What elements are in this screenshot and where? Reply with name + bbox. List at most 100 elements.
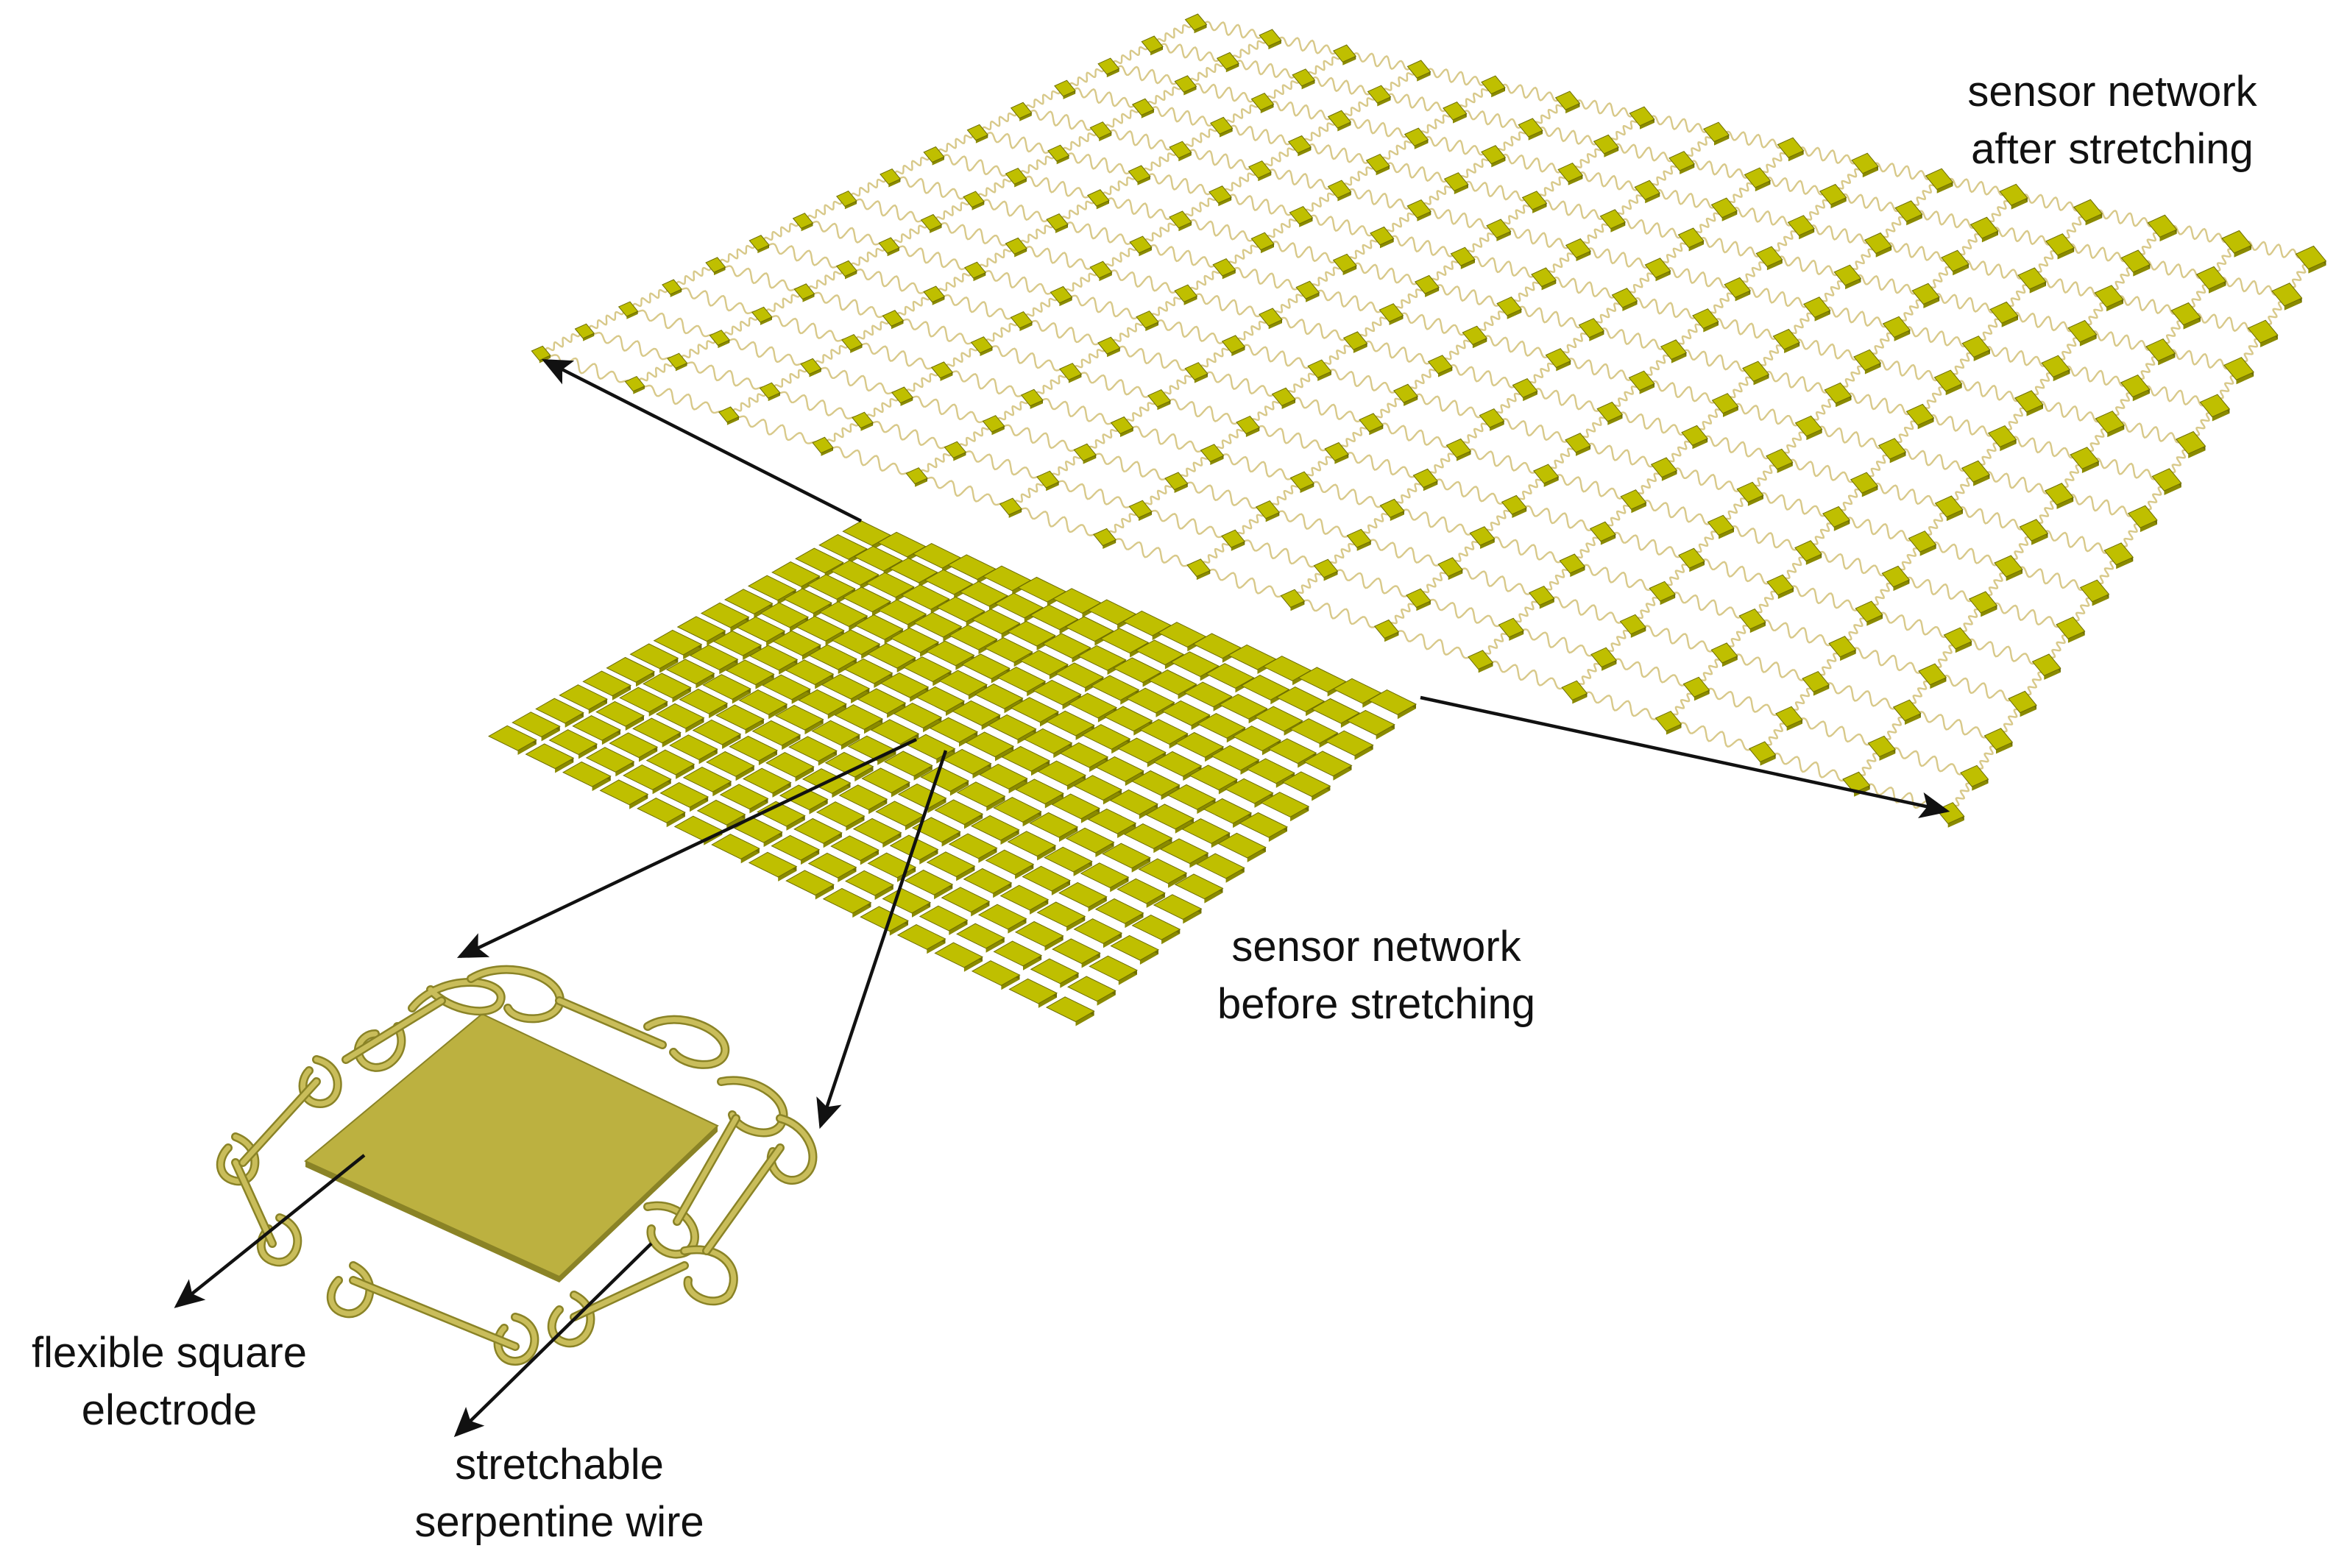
pad-top — [606, 656, 656, 683]
pad-top — [1184, 13, 1208, 31]
sensor-pad — [1208, 185, 1232, 207]
arrow-to-zoom-top — [456, 737, 917, 959]
pad-side-front — [1630, 627, 1646, 638]
pad-side-front — [1423, 480, 1438, 492]
pad-top — [1125, 687, 1175, 714]
serpentine-wire — [1416, 135, 1494, 156]
serpentine-wire — [1140, 508, 1234, 540]
sensor-pad — [830, 835, 880, 865]
sensor-pad — [760, 602, 810, 632]
sensor-pad — [1289, 205, 1314, 227]
pad-side-front — [1046, 482, 1059, 492]
pad-top — [1183, 681, 1233, 708]
sensor-pad — [987, 714, 1037, 744]
pad-side-front — [868, 799, 888, 815]
pad-top — [930, 361, 954, 379]
pad-top — [1095, 756, 1144, 782]
pad-side-front — [1260, 104, 1274, 113]
serpentine-wire — [1462, 255, 1545, 278]
sensor-pad — [624, 375, 645, 394]
sensor-pad — [1183, 681, 1233, 712]
pad-top — [1969, 216, 1999, 239]
sensor-pad — [1052, 938, 1101, 968]
sensor-pad — [1406, 199, 1432, 221]
sensor-pad — [1677, 227, 1705, 252]
serpentine-wire — [1339, 118, 1417, 138]
pad-side-front — [707, 631, 726, 646]
pad-top — [725, 659, 775, 686]
pad-top — [1578, 318, 1605, 338]
pad-side-front — [932, 671, 952, 687]
pad-side-front — [1491, 157, 1506, 168]
pad-side-front — [1570, 567, 1585, 578]
arrow-electrode-pointer — [174, 1154, 366, 1308]
pad-side-front — [1051, 880, 1070, 895]
sensor-pad — [762, 674, 811, 704]
sensor-pad — [1794, 415, 1823, 441]
pad-side-front — [1786, 720, 1802, 731]
serpentine-wire — [1663, 467, 1751, 494]
sensor-pad — [1469, 526, 1496, 549]
pad-top — [959, 581, 1009, 607]
serpentine-wire — [761, 291, 805, 316]
serpentine-wire — [1480, 659, 1575, 692]
pad-top — [1051, 793, 1101, 820]
pad-top — [1654, 710, 1682, 732]
sensor-pad — [948, 833, 998, 863]
serpentine-wire — [1031, 370, 1072, 399]
sensor-pad — [1370, 226, 1395, 249]
pad-side-front — [1139, 511, 1152, 521]
serpentine-wire — [1100, 269, 1186, 294]
serpentine-wire — [1370, 422, 1459, 450]
sensor-pad — [1772, 328, 1800, 353]
pad-top — [772, 630, 822, 656]
sensor-pad — [1295, 280, 1320, 302]
pad-side-front — [2026, 404, 2043, 416]
pad-side-front — [1805, 553, 1822, 565]
pad-side-front — [1416, 600, 1431, 611]
pad-top — [1934, 495, 1964, 518]
sensor-pad — [1892, 699, 1922, 725]
pad-side-front — [927, 798, 946, 813]
pad-side-front — [949, 781, 969, 796]
serpentine-wire — [1418, 68, 1494, 87]
pad-side-front — [1008, 778, 1027, 794]
sensor-pad — [919, 905, 969, 935]
serpentine-wire — [1233, 343, 1320, 370]
pad-top — [1999, 183, 2028, 206]
serpentine-wire — [1016, 175, 1099, 199]
sensor-pad — [1184, 362, 1208, 383]
serpentine-wire — [1108, 344, 1197, 372]
pad-top — [645, 749, 696, 776]
pad-top — [643, 673, 692, 699]
serpentine-wire — [1152, 43, 1228, 63]
pad-side-front — [636, 671, 655, 687]
sensor-pad — [1181, 818, 1231, 848]
pad-side-front — [1053, 742, 1072, 759]
pad-top — [1010, 102, 1033, 119]
pad-side-front — [930, 224, 942, 233]
serpentine-wire — [1720, 524, 1809, 552]
pad-top — [822, 887, 872, 914]
sensor-pad — [1521, 191, 1548, 213]
pad-top — [905, 467, 928, 485]
pad-side-front — [1906, 214, 1922, 226]
pad-side-front — [953, 452, 966, 461]
pad-top — [1481, 145, 1507, 165]
pad-side-front — [1075, 1011, 1094, 1026]
pad-side-front — [2031, 533, 2048, 545]
pad-top — [1828, 636, 1857, 658]
serpentine-wire — [916, 475, 1011, 508]
pad-top — [1138, 858, 1188, 884]
pad-side-front — [1001, 975, 1020, 990]
sensor-pad — [1744, 167, 1772, 192]
serpentine-wire — [2185, 313, 2264, 333]
sensor-pad — [798, 689, 847, 720]
pad-side-front — [1694, 689, 1710, 701]
pad-top — [919, 905, 969, 932]
pad-side-front — [1059, 297, 1072, 307]
pad-side-front — [1703, 322, 1719, 333]
serpentine-wire — [2087, 209, 2163, 228]
pad-side-front — [1038, 993, 1057, 1008]
pad-top — [1593, 134, 1619, 155]
